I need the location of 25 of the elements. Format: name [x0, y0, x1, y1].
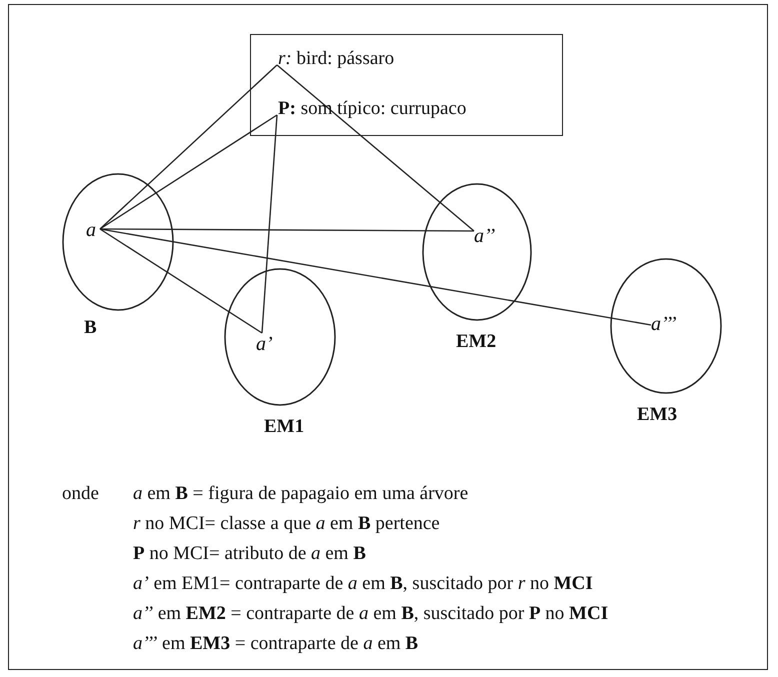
connector-line	[276, 64, 474, 232]
note-line: a’ em EM1= contraparte de a em B, suscitado por r no MCI	[133, 572, 593, 595]
element-label: a’’	[474, 225, 502, 249]
space-label: EM2	[456, 331, 496, 353]
connector-line	[100, 228, 474, 232]
element-label: a	[86, 219, 100, 243]
connector-line	[261, 114, 278, 334]
connector-line	[100, 228, 262, 334]
note-line: P no MCI= atributo de a em B	[133, 542, 366, 565]
note-line: a’’’ em EM3 = contraparte de a em B	[133, 632, 418, 655]
note-line: r no MCI= classe a que a em B pertence	[133, 512, 440, 535]
connector-line	[100, 114, 278, 230]
element-label: a’	[256, 333, 274, 357]
space-label: EM1	[264, 416, 304, 438]
mental-space-box	[250, 34, 563, 136]
connector-line	[100, 228, 652, 326]
connector-line	[100, 64, 278, 230]
element-label: r: bird: pássaro	[278, 48, 438, 72]
element-label: a’’’	[651, 313, 687, 337]
element-label: P: som típico: currupaco	[278, 98, 528, 122]
space-label: B	[84, 317, 97, 339]
note-line: a em B = figura de papagaio em uma árvore	[133, 482, 468, 505]
space-label: EM3	[637, 404, 678, 426]
note-line: a’’ em EM2 = contraparte de a em B, suscitado por P no MCI	[133, 602, 608, 625]
note-heading: onde	[62, 482, 99, 505]
